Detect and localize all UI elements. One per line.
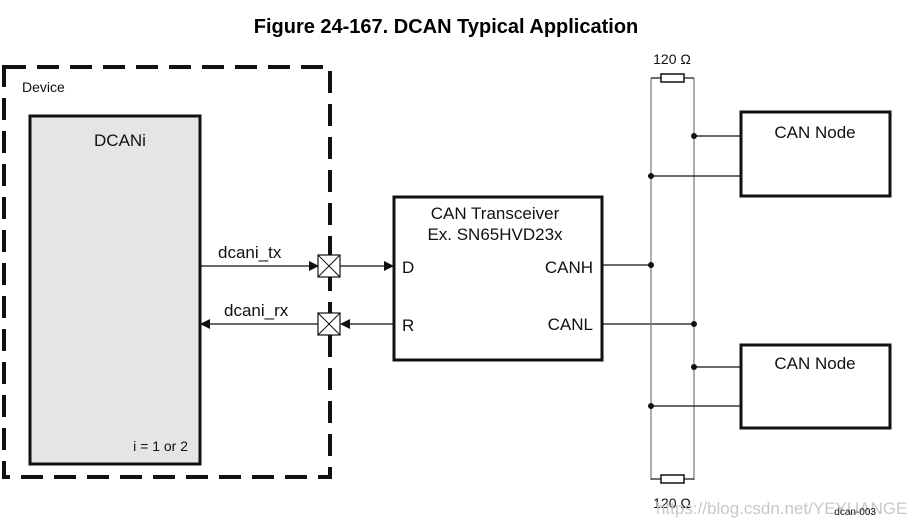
transceiver-part: Ex. SN65HVD23x: [427, 225, 563, 244]
dcan-module-label: DCANi: [94, 131, 146, 150]
pin-canl-label: CANL: [548, 315, 593, 334]
resistor-bottom-icon: [660, 474, 685, 484]
figure-id: dcan-003: [834, 507, 876, 518]
watermark: https://blog.csdn.net/YEYUANGEN: [656, 499, 908, 518]
resistor-top-icon: [660, 73, 685, 83]
junction-dot: [691, 321, 697, 327]
index-note: i = 1 or 2: [133, 438, 188, 454]
resistor-bottom-label: 120 Ω: [653, 495, 691, 511]
can-node-1-label: CAN Node: [774, 123, 855, 142]
pin-canh-label: CANH: [545, 258, 593, 277]
tx-pad-icon: [317, 254, 341, 278]
rx-pad-icon: [317, 312, 341, 336]
transceiver-block: [392, 195, 604, 362]
transceiver-title: CAN Transceiver: [431, 204, 560, 223]
pin-r-label: R: [402, 316, 414, 335]
device-label: Device: [22, 79, 65, 95]
rx-label: dcani_rx: [224, 301, 289, 320]
junction-dot: [648, 262, 654, 268]
resistor-top-label: 120 Ω: [653, 51, 691, 67]
can-node-1: [739, 110, 892, 198]
can-node-2-label: CAN Node: [774, 354, 855, 373]
tx-label: dcani_tx: [218, 243, 282, 262]
pin-d-label: D: [402, 258, 414, 277]
can-node-2: [739, 343, 892, 430]
dcan-module-block: [28, 114, 202, 466]
figure-title: Figure 24-167. DCAN Typical Application: [254, 16, 639, 38]
